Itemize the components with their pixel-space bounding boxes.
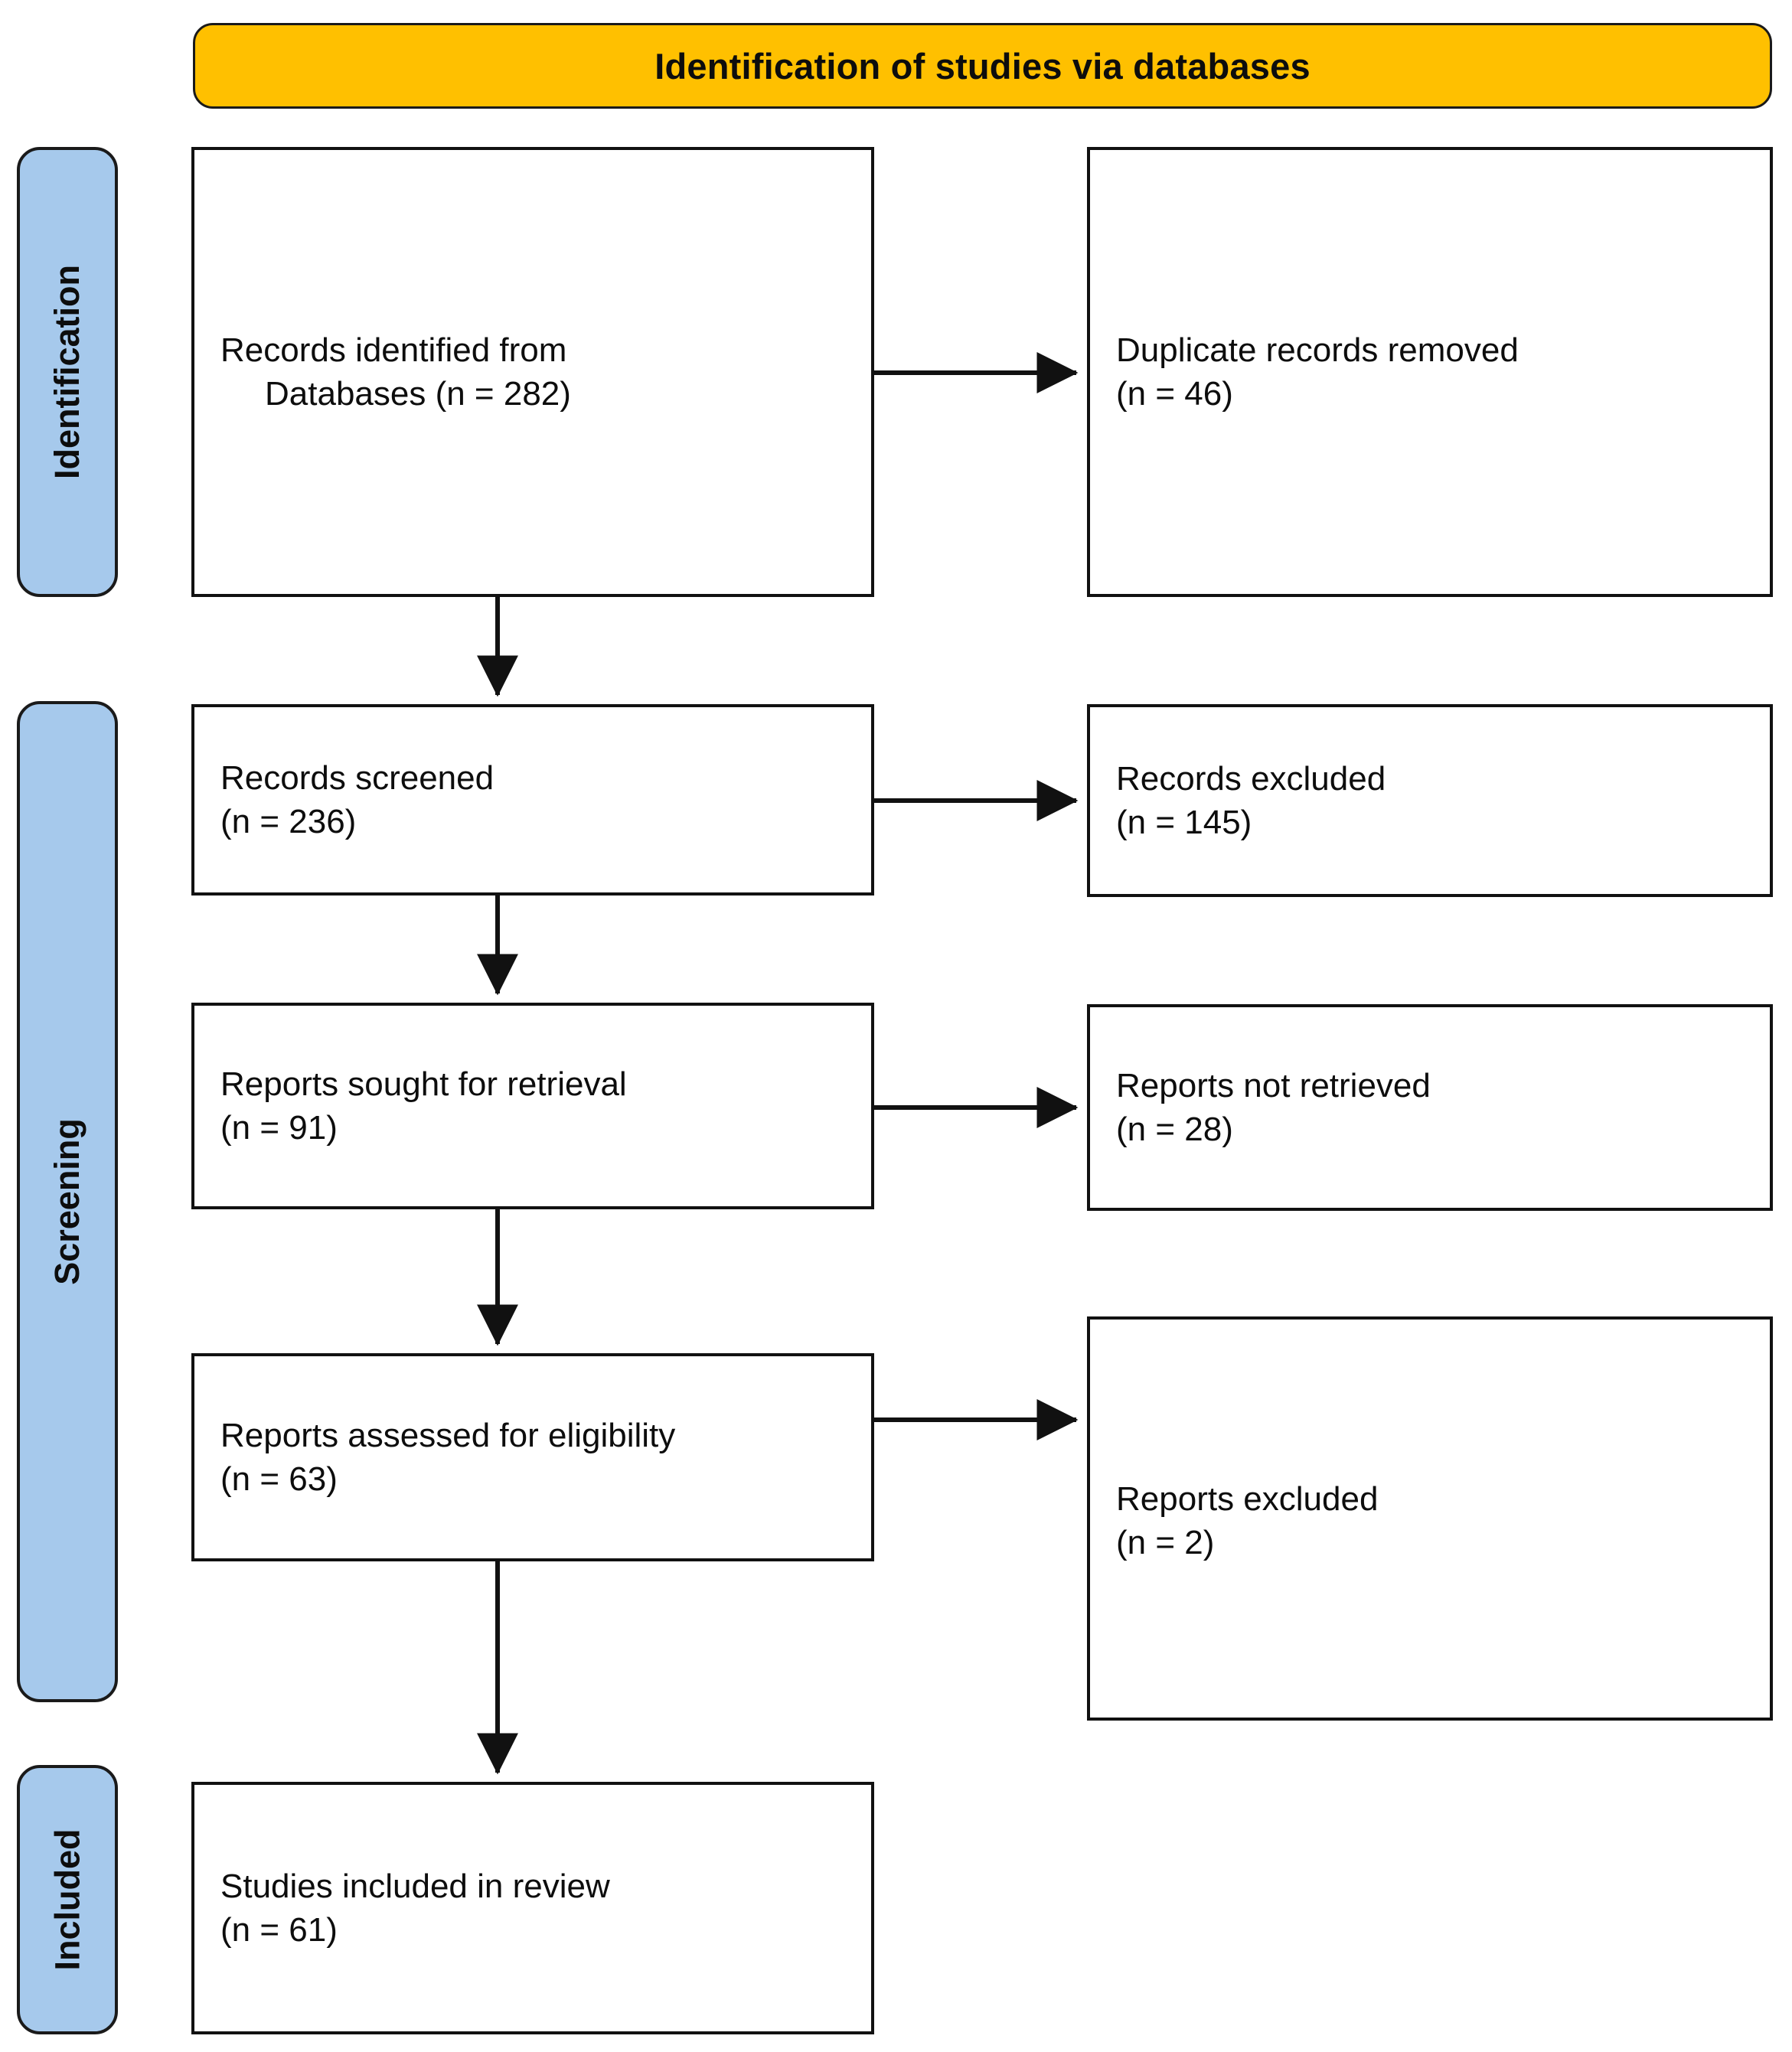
box-records-screened-text: Records screened (n = 236) (220, 756, 845, 843)
box-duplicates-removed-text: Duplicate records removed (n = 46) (1116, 328, 1744, 416)
box-reports-sought-line1: Reports sought for retrieval (220, 1065, 627, 1103)
box-reports-assessed-for-eligibility: Reports assessed for eligibility (n = 63… (191, 1353, 874, 1561)
box-studies-included-line2: (n = 61) (220, 1911, 338, 1949)
box-records-screened-line2: (n = 236) (220, 803, 357, 840)
box-records-excluded-text: Records excluded (n = 145) (1116, 757, 1744, 844)
box-records-screened-line1: Records screened (220, 758, 495, 797)
box-reports-not-retrieved: Reports not retrieved (n = 28) (1087, 1004, 1773, 1211)
stage-label-identification-text: Identification (47, 265, 86, 479)
box-records-identified-line2: Databases (n = 282) (265, 375, 571, 413)
box-duplicates-removed-line2: (n = 46) (1116, 375, 1233, 413)
box-reports-excluded: Reports excluded (n = 2) (1087, 1316, 1773, 1721)
box-reports-sought-text: Reports sought for retrieval (n = 91) (220, 1062, 845, 1150)
stage-label-included: Included (17, 1765, 118, 2034)
box-records-excluded-line2: (n = 145) (1116, 804, 1252, 841)
box-reports-excluded-line1: Reports excluded (1116, 1479, 1379, 1518)
box-duplicates-removed-line1: Duplicate records removed (1116, 331, 1519, 369)
box-reports-not-retrieved-text: Reports not retrieved (n = 28) (1116, 1064, 1744, 1151)
box-records-identified-line1: Records identified from (220, 331, 567, 369)
box-reports-sought-line2: (n = 91) (220, 1109, 338, 1147)
box-records-screened: Records screened (n = 236) (191, 704, 874, 896)
box-records-excluded: Records excluded (n = 145) (1087, 704, 1773, 897)
box-reports-not-retrieved-line2: (n = 28) (1116, 1111, 1233, 1148)
stage-label-screening: Screening (17, 701, 118, 1702)
box-studies-included-text: Studies included in review (n = 61) (220, 1864, 845, 1952)
box-reports-assessed-line2: (n = 63) (220, 1460, 338, 1498)
box-reports-not-retrieved-line1: Reports not retrieved (1116, 1066, 1431, 1104)
box-studies-included-in-review: Studies included in review (n = 61) (191, 1782, 874, 2034)
box-duplicate-records-removed: Duplicate records removed (n = 46) (1087, 147, 1773, 597)
box-reports-excluded-line2: (n = 2) (1116, 1524, 1215, 1561)
stage-label-screening-text: Screening (47, 1118, 87, 1285)
box-reports-assessed-text: Reports assessed for eligibility (n = 63… (220, 1414, 845, 1501)
box-reports-excluded-text: Reports excluded (n = 2) (1116, 1477, 1744, 1564)
box-reports-assessed-line1: Reports assessed for eligibility (220, 1416, 676, 1454)
stage-label-included-text: Included (47, 1829, 87, 1971)
box-records-identified: Records identified from Databases (n = 2… (191, 147, 874, 597)
box-records-excluded-line1: Records excluded (1116, 759, 1386, 798)
box-studies-included-line1: Studies included in review (220, 1867, 610, 1905)
page-title: Identification of studies via databases (654, 45, 1311, 86)
box-records-identified-text: Records identified from Databases (n = 2… (220, 328, 845, 416)
stage-label-identification: Identification (17, 147, 118, 597)
box-reports-sought-for-retrieval: Reports sought for retrieval (n = 91) (191, 1003, 874, 1209)
header-banner: Identification of studies via databases (193, 23, 1772, 109)
